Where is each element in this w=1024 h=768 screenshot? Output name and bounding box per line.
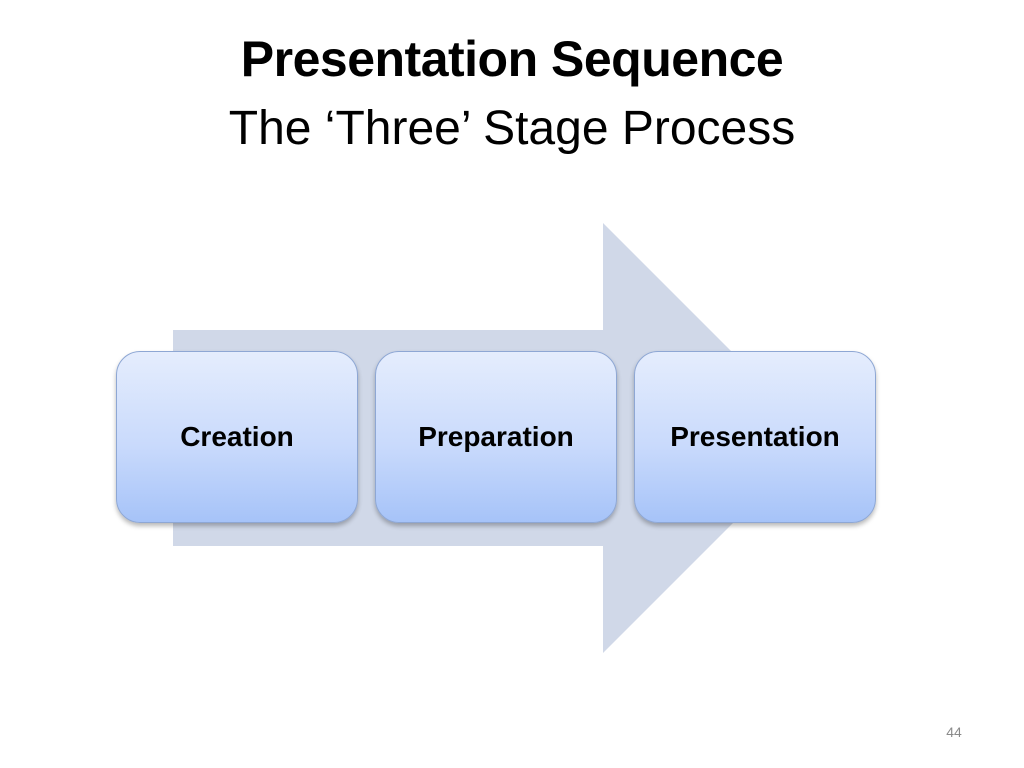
page-number: 44 bbox=[946, 724, 962, 740]
stage-label: Creation bbox=[180, 421, 294, 452]
stage-label: Preparation bbox=[418, 421, 574, 452]
stage-label: Presentation bbox=[670, 421, 840, 452]
stage-box-presentation: Presentation bbox=[634, 351, 876, 523]
slide-title: Presentation Sequence bbox=[240, 31, 784, 87]
stage-box-preparation: Preparation bbox=[375, 351, 617, 523]
stage-box-creation: Creation bbox=[116, 351, 358, 523]
slide-subtitle: The ‘Three’ Stage Process bbox=[228, 102, 796, 155]
title-block: Presentation Sequence The ‘Three’ Stage … bbox=[0, 24, 1024, 164]
